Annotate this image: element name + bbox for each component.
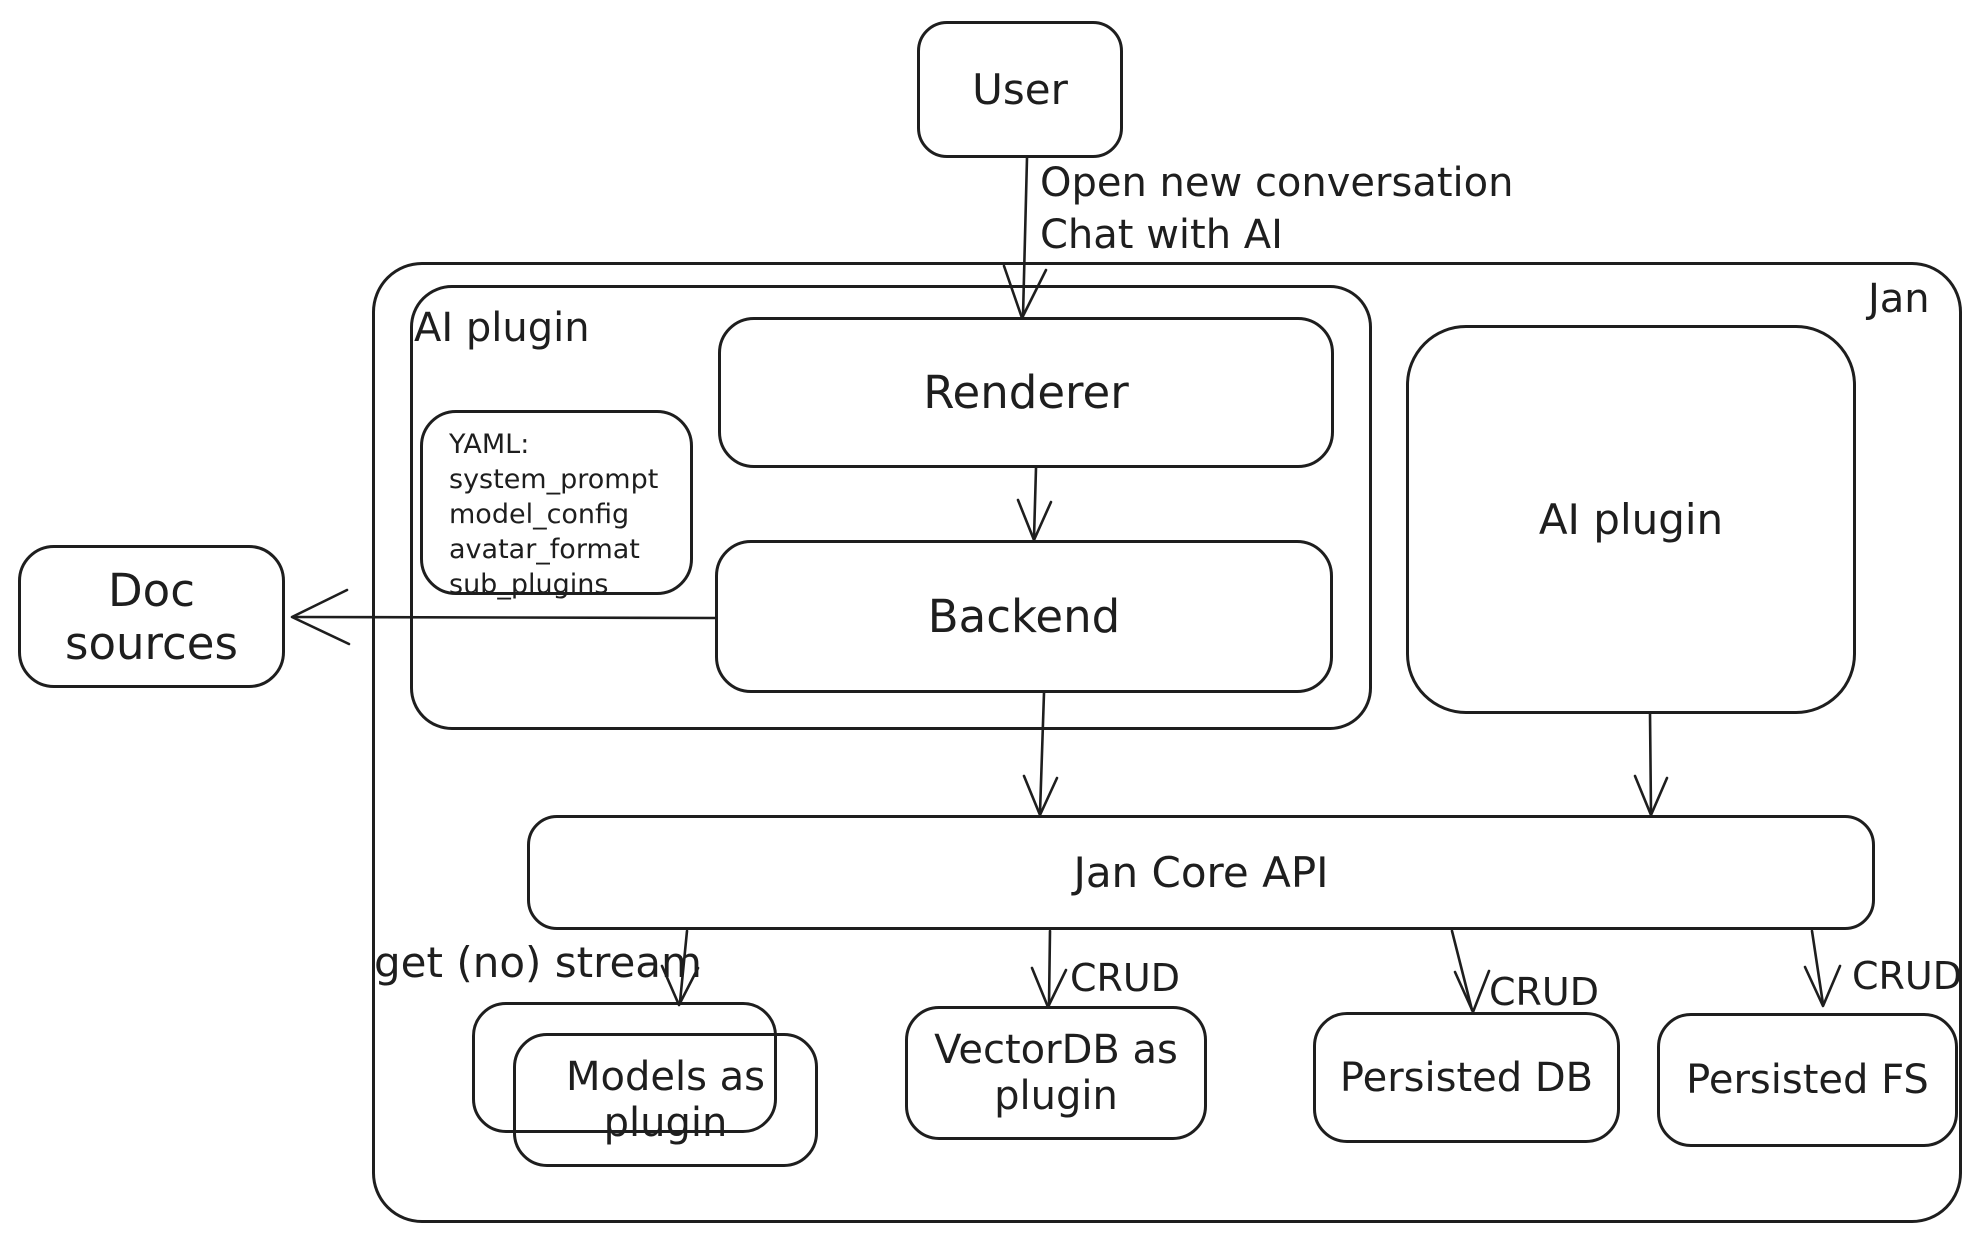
yaml-note: YAML: system_prompt model_config avatar_… bbox=[420, 410, 693, 600]
yaml-note-title: YAML: bbox=[449, 429, 530, 460]
user-node-label: User bbox=[972, 65, 1068, 114]
yaml-note-line: sub_plugins bbox=[449, 569, 609, 600]
ai-plugin-group bbox=[410, 285, 1372, 730]
edge-label-chat-with-ai: Chat with AI bbox=[1040, 212, 1283, 258]
edge-label-crud-vectordb: CRUD bbox=[1070, 956, 1181, 1000]
models-as-plugin-label: Models as plugin bbox=[565, 1054, 765, 1146]
edge-label-get-no-stream: get (no) stream bbox=[374, 938, 702, 987]
models-as-plugin-outer bbox=[472, 1002, 777, 1133]
yaml-note-line: avatar_format bbox=[449, 534, 640, 565]
user-node: User bbox=[917, 21, 1123, 158]
jan-container-label: Jan bbox=[1868, 276, 1930, 322]
ai-plugin-right-node: AI plugin bbox=[1406, 325, 1856, 714]
renderer-node: Renderer bbox=[718, 317, 1334, 468]
doc-sources-node: Doc sources bbox=[18, 545, 285, 688]
backend-node-label: Backend bbox=[927, 590, 1121, 643]
edge-label-open-conversation: Open new conversation bbox=[1040, 160, 1514, 206]
jan-core-api-label: Jan Core API bbox=[1073, 848, 1329, 897]
jan-core-api-node: Jan Core API bbox=[527, 815, 1875, 930]
models-as-plugin-node: Models as plugin bbox=[513, 1033, 818, 1167]
arrowhead-backend-to-docsources bbox=[290, 588, 351, 646]
renderer-node-label: Renderer bbox=[923, 366, 1129, 419]
persisted-fs-label: Persisted FS bbox=[1686, 1057, 1929, 1103]
edge-label-crud-persisted-db: CRUD bbox=[1489, 970, 1600, 1014]
doc-sources-label: Doc sources bbox=[65, 563, 238, 670]
persisted-db-label: Persisted DB bbox=[1339, 1054, 1594, 1101]
persisted-db-node: Persisted DB bbox=[1313, 1012, 1620, 1143]
vectordb-label: VectorDB as plugin bbox=[934, 1027, 1178, 1119]
ai-plugin-group-label: AI plugin bbox=[414, 305, 590, 351]
backend-node: Backend bbox=[715, 540, 1333, 693]
vectordb-node: VectorDB as plugin bbox=[905, 1006, 1207, 1140]
persisted-fs-node: Persisted FS bbox=[1657, 1013, 1958, 1147]
jan-container bbox=[372, 262, 1962, 1223]
yaml-note-line: system_prompt bbox=[449, 464, 659, 495]
ai-plugin-right-label: AI plugin bbox=[1538, 495, 1724, 544]
yaml-note-line: model_config bbox=[449, 499, 630, 530]
edge-label-crud-persisted-fs: CRUD bbox=[1852, 954, 1963, 998]
